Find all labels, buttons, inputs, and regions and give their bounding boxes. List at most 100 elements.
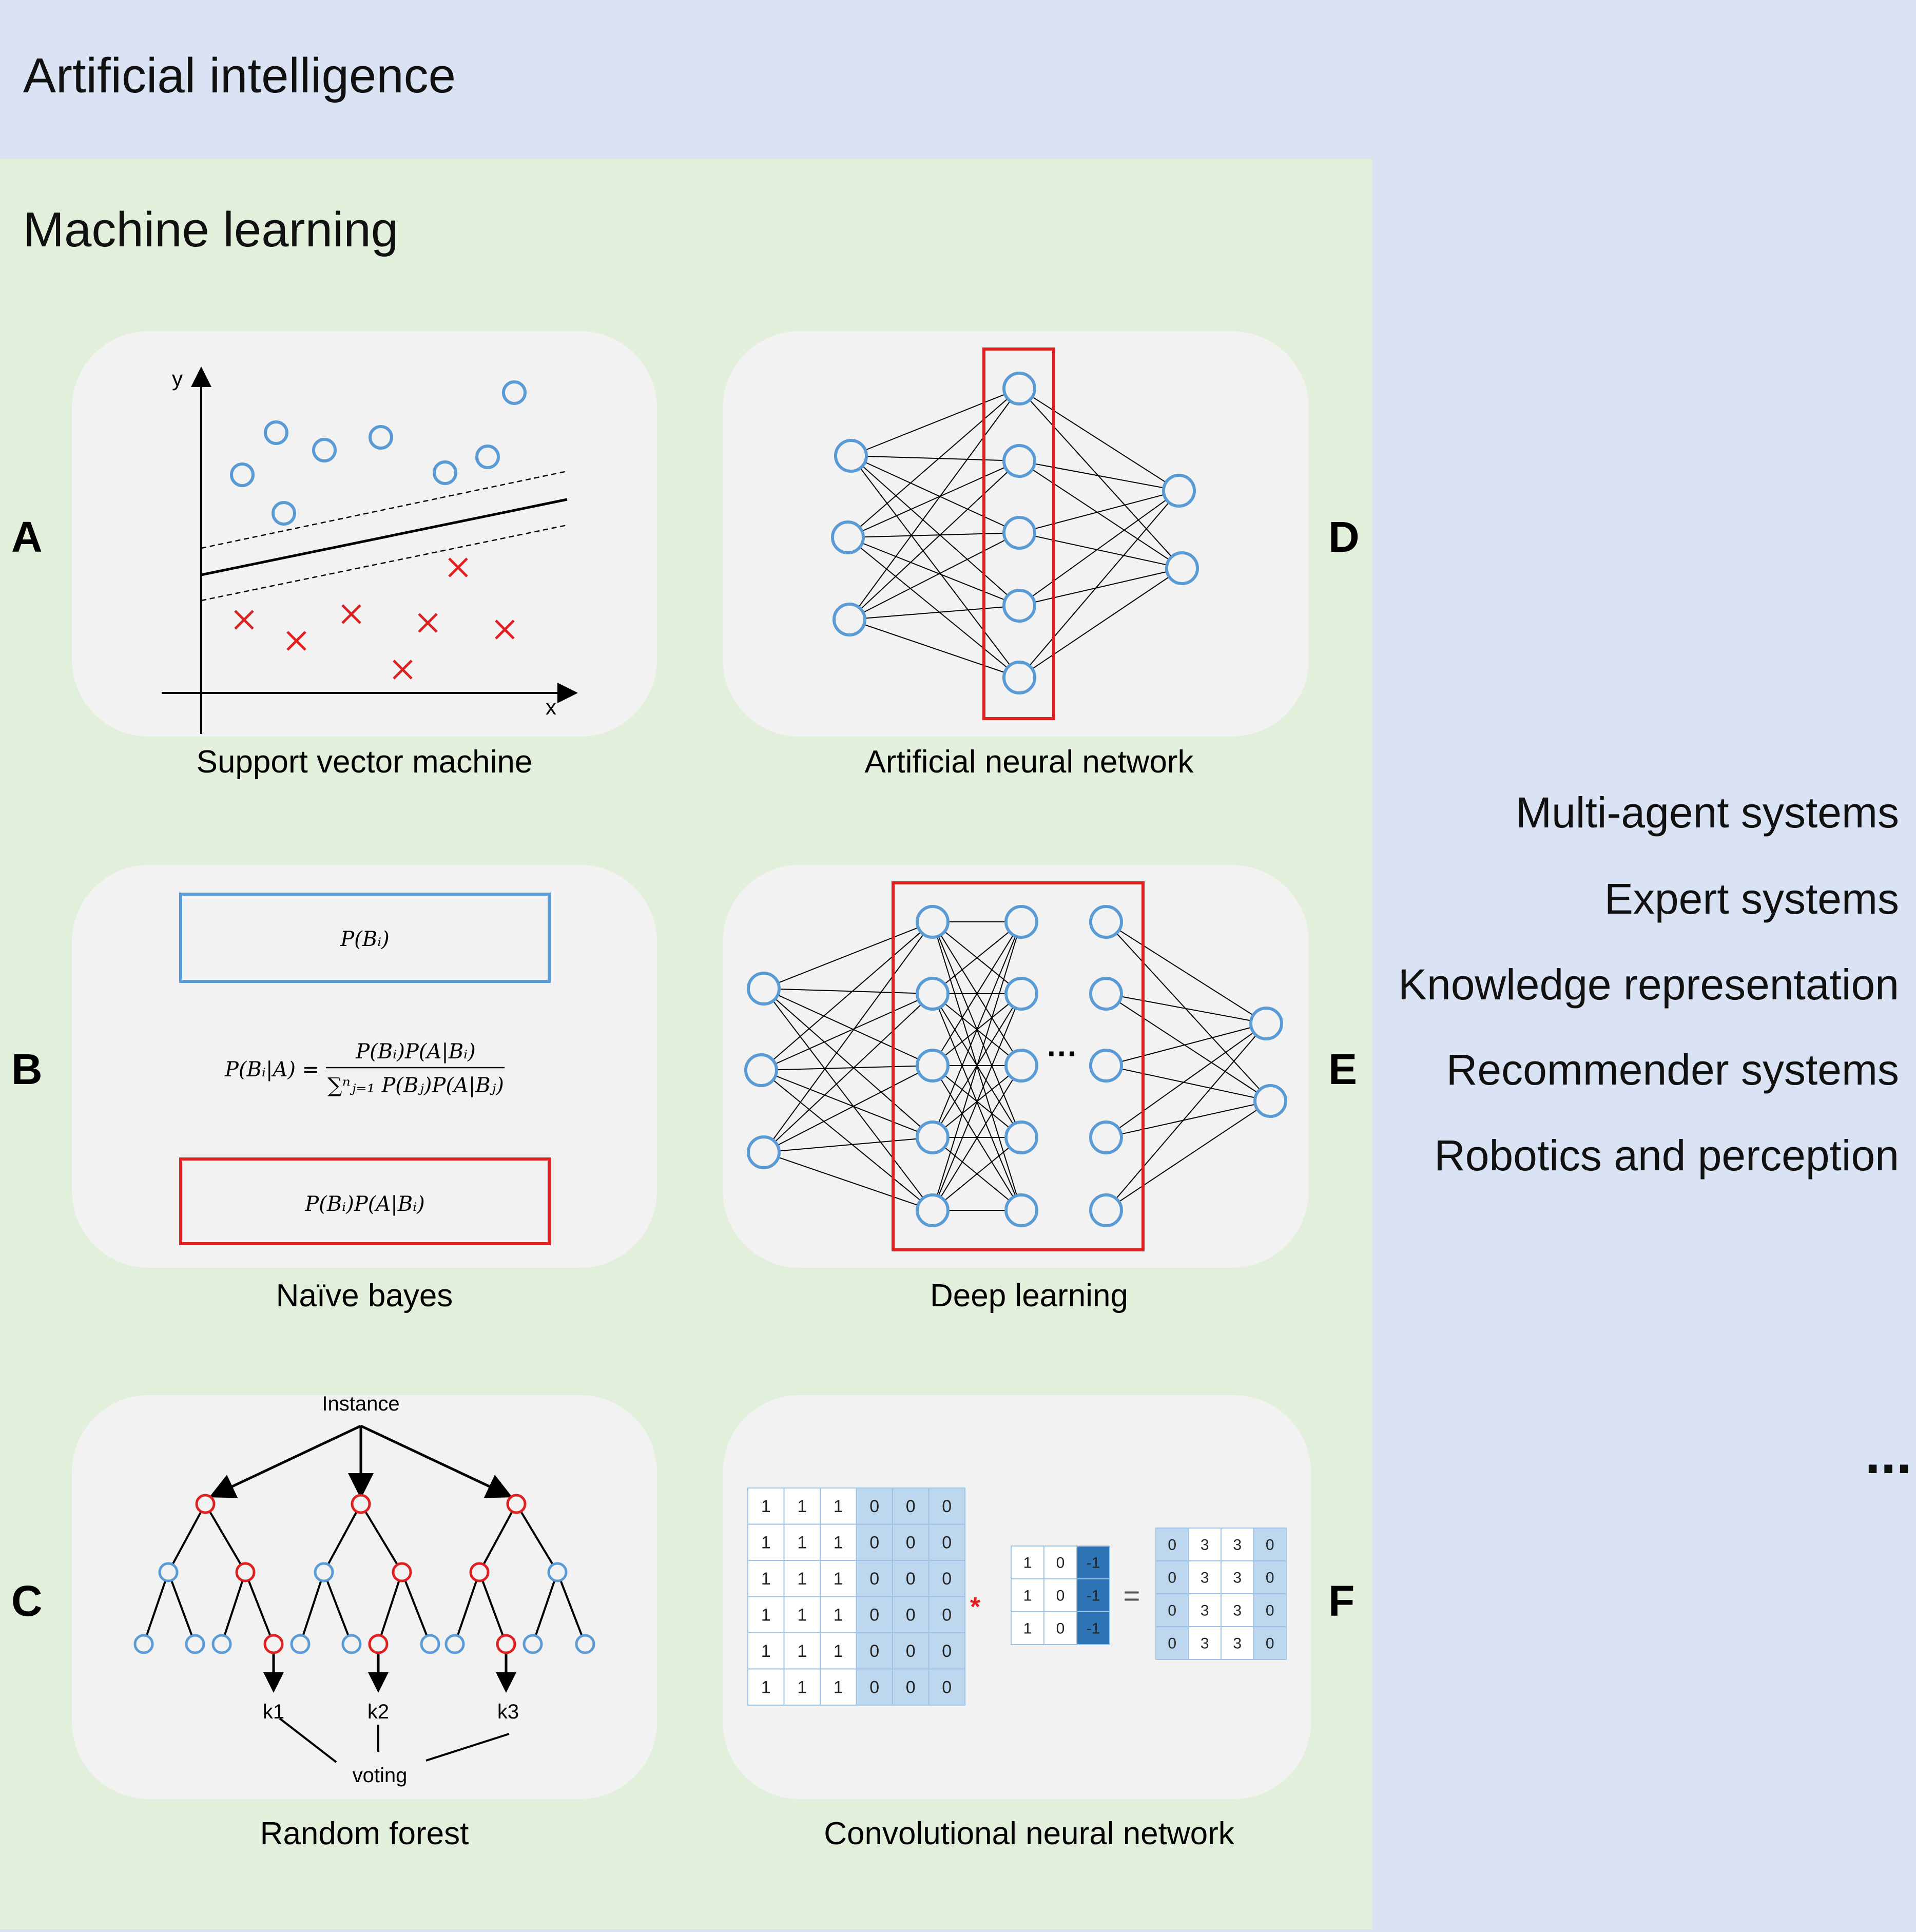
nb-posterior-text: P(Bᵢ)P(A|Bᵢ) — [304, 1192, 425, 1216]
matrix-cell-value: 1 — [1023, 1555, 1032, 1572]
matrix-cell-value: 0 — [1266, 1635, 1274, 1652]
svm-point-red-x — [286, 631, 306, 651]
matrix-cell — [747, 1632, 785, 1670]
svm-point-blue — [475, 445, 500, 469]
dl-edge — [1106, 993, 1271, 1102]
matrix-cell-value: 3 — [1201, 1570, 1209, 1587]
matrix-cell-value: 0 — [906, 1678, 916, 1697]
matrix-cell-value: 0 — [906, 1606, 916, 1625]
matrix-cell-value: -1 — [1087, 1620, 1100, 1637]
rf-vote-label: voting — [353, 1764, 408, 1787]
ann-edge — [1019, 532, 1183, 569]
svm-hyperplane — [201, 498, 568, 576]
ann-edge — [849, 460, 1020, 620]
ann-edge — [1019, 490, 1179, 678]
dl-edge — [761, 1070, 933, 1138]
dl-node — [1089, 905, 1123, 939]
panel-letter-d: D — [1328, 513, 1360, 561]
matrix-cell — [928, 1523, 965, 1561]
dl-edge — [932, 921, 1022, 1138]
panel-letter-c: C — [11, 1577, 43, 1625]
dl-edge — [1106, 1065, 1271, 1102]
ann-edge — [1019, 388, 1179, 491]
dl-edge — [1106, 993, 1267, 1024]
rf-edge — [143, 1572, 169, 1645]
matrix-cell-value: 0 — [869, 1606, 879, 1625]
matrix-cell-value: 1 — [834, 1497, 843, 1516]
dl-node — [1004, 977, 1038, 1011]
matrix-cell-value: 0 — [906, 1497, 916, 1516]
rf-node-red — [368, 1634, 389, 1654]
ann-edge — [1019, 490, 1179, 533]
rf-edge — [556, 1572, 586, 1645]
matrix-cell-value: -1 — [1087, 1555, 1100, 1572]
svm-y-label: y — [172, 366, 183, 391]
matrix-cell — [1253, 1593, 1287, 1627]
rf-node-blue — [575, 1634, 595, 1654]
matrix-cell — [928, 1560, 965, 1597]
matrix-cell — [1221, 1593, 1254, 1627]
matrix-cell — [856, 1487, 893, 1525]
rf-nodes — [133, 1494, 595, 1654]
dl-edge — [761, 921, 933, 1071]
ann-node — [1002, 516, 1036, 550]
field-knowledge-representation: Knowledge representation — [1398, 960, 1899, 1009]
nb-formula-denominator: ∑ⁿⱼ₌₁ P(Bⱼ)P(A|Bⱼ) — [327, 1074, 504, 1097]
matrix-cell-value: 0 — [1266, 1602, 1274, 1619]
ann-edge — [847, 460, 1020, 538]
ann-connections — [847, 388, 1183, 678]
matrix-cell-value: 1 — [834, 1569, 843, 1589]
dl-node — [1089, 977, 1123, 1011]
rf-edge — [167, 1572, 196, 1645]
matrix-cell-value: 1 — [761, 1533, 771, 1553]
matrix-cell — [747, 1487, 785, 1525]
dl-node — [1089, 1049, 1123, 1083]
rf-vote-line — [279, 1717, 337, 1763]
rf-edge — [454, 1572, 480, 1645]
field-expert-systems: Expert systems — [1604, 875, 1899, 923]
dl-edge — [761, 1065, 933, 1071]
rf-node-red — [263, 1634, 284, 1654]
ml-title: Machine learning — [23, 202, 398, 257]
ann-edge — [1019, 568, 1183, 678]
rf-node-blue — [158, 1562, 179, 1582]
dl-edge — [763, 988, 933, 994]
matrix-cell-value: 1 — [797, 1497, 807, 1516]
matrix-cell — [820, 1668, 857, 1706]
rf-node-blue — [133, 1634, 154, 1654]
matrix-cell-value: 1 — [797, 1569, 807, 1589]
svm-point-blue — [312, 438, 337, 462]
dl-node — [1253, 1084, 1287, 1118]
matrix-cell — [892, 1487, 930, 1525]
dl-node — [916, 905, 950, 939]
matrix-cell — [856, 1632, 893, 1670]
rf-node-red — [496, 1634, 516, 1654]
caption-random-forest: Random forest — [260, 1816, 469, 1851]
dl-edge — [763, 1065, 933, 1153]
dl-edge — [763, 921, 933, 989]
svm-point-blue — [433, 460, 457, 485]
matrix-cell-value: 1 — [797, 1641, 807, 1661]
dl-edge — [932, 993, 1022, 1211]
matrix-cell — [892, 1596, 930, 1633]
ann-edge — [849, 532, 1020, 620]
rf-node-red — [392, 1562, 412, 1582]
svm-margin-upper — [201, 470, 568, 549]
dl-node — [744, 1053, 778, 1087]
matrix-cell-value: 0 — [869, 1533, 879, 1553]
ann-node — [1002, 372, 1036, 405]
matrix-cell-value: 0 — [906, 1533, 916, 1553]
rf-node-blue — [444, 1634, 465, 1654]
matrix-cell-value: 1 — [834, 1606, 843, 1625]
rf-node-blue — [211, 1634, 232, 1654]
matrix-cell — [1155, 1593, 1189, 1627]
dl-edge — [932, 921, 1022, 994]
matrix-cell-value: 0 — [1056, 1555, 1065, 1572]
matrix-cell-value: 3 — [1201, 1537, 1209, 1554]
dl-node — [1249, 1007, 1283, 1040]
ann-edge — [850, 455, 1020, 461]
dl-edge — [761, 993, 933, 1071]
fields-ellipsis: ... — [1865, 1422, 1912, 1485]
ann-edge — [847, 537, 1020, 606]
